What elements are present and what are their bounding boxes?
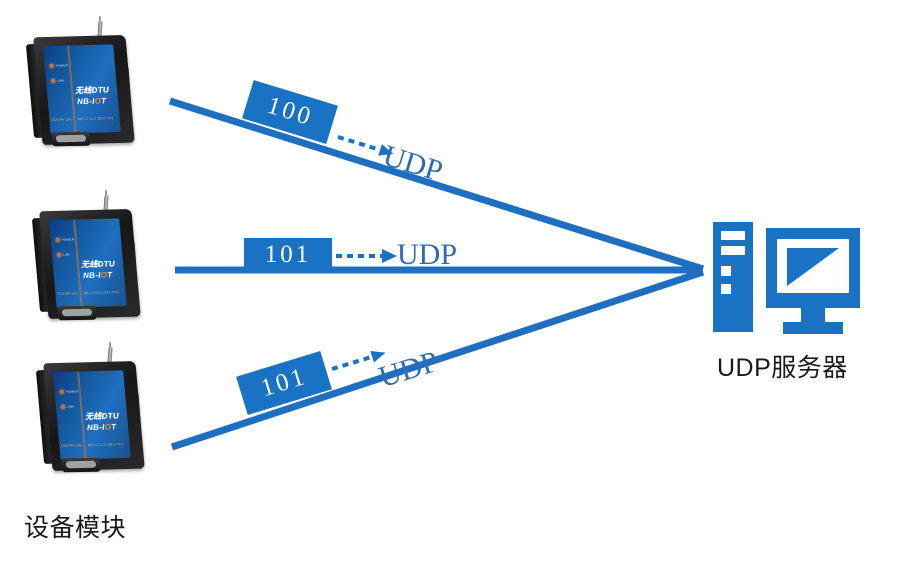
dashed-arrow-middle: [336, 249, 397, 263]
device-pinout-label: 485 1 2 3 4 5 232 6 7 8 9: [77, 116, 114, 122]
link-led-icon: [60, 404, 66, 409]
power-led-label: POWER: [65, 389, 79, 394]
device-front-panel: POWER LINK 无线DTU NB-IOT DC9-24V ±5% 485 …: [43, 44, 121, 134]
device-power-rating: DC9-24V ±5%: [57, 291, 79, 296]
db9-connector: [61, 457, 101, 473]
device-power-rating: DC9-24V ±5%: [61, 443, 83, 448]
db9-shell: [55, 134, 87, 143]
dtu-device-middle[interactable]: POWER LINK 无线DTU NB-IOT DC9-24V ±5% 485 …: [31, 190, 150, 328]
db9-connector: [51, 131, 91, 147]
link-led-label: LINK: [56, 78, 65, 83]
dtu-device-bottom[interactable]: POWER LINK 无线DTU NB-IOT DC9-24V ±5% 485 …: [35, 342, 154, 480]
antenna-tip-icon: [105, 190, 107, 198]
antenna-tip-icon: [99, 16, 101, 24]
device-body: POWER LINK 无线DTU NB-IOT DC9-24V ±5% 485 …: [39, 208, 141, 320]
link-led-label: LINK: [66, 404, 75, 409]
power-led-label: POWER: [61, 237, 75, 242]
device-brand-line1: 无线DTU: [84, 411, 120, 422]
connector-line-top: [168, 97, 705, 273]
device-brand-line2: NB-IOT: [82, 270, 113, 281]
device-front-panel: POWER LINK 无线DTU NB-IOT DC9-24V ±5% 485 …: [53, 370, 131, 460]
dashed-arrow-top: [337, 135, 394, 156]
dashed-arrow-bottom: [331, 350, 386, 371]
udp-label-middle: UDP: [397, 238, 458, 271]
device-brand-line2: NB-IOT: [86, 422, 117, 433]
connector-line-bottom: [170, 268, 705, 451]
link-led-icon: [50, 78, 56, 83]
server-computer-icon: [713, 222, 860, 334]
device-brand-line2: NB-IOT: [76, 96, 107, 107]
power-led-icon: [55, 237, 60, 242]
device-front-panel: POWER LINK 无线DTU NB-IOT DC9-24V ±5% 485 …: [49, 218, 127, 308]
packet-box-middle: 101: [244, 238, 332, 271]
device-pinout-label: 485 1 2 3 4 5 232 6 7 8 9: [87, 442, 124, 448]
power-led-label: POWER: [55, 63, 69, 68]
link-led-icon: [56, 252, 62, 257]
power-led-icon: [49, 63, 54, 68]
device-body: POWER LINK 无线DTU NB-IOT DC9-24V ±5% 485 …: [43, 360, 145, 472]
power-led-icon: [59, 389, 64, 394]
db9-shell: [65, 460, 97, 469]
link-led-label: LINK: [62, 252, 71, 257]
udp-server-icon[interactable]: [711, 218, 863, 343]
device-module-caption: 设备模块: [24, 514, 127, 542]
device-brand-line1: 无线DTU: [74, 85, 110, 96]
antenna-tip-icon: [109, 342, 111, 350]
dtu-device-top[interactable]: POWER LINK 无线DTU NB-IOT DC9-24V ±5% 485 …: [25, 16, 144, 154]
db9-shell: [61, 308, 93, 317]
udp-server-label: UDP服务器: [717, 354, 848, 382]
device-body: POWER LINK 无线DTU NB-IOT DC9-24V ±5% 485 …: [33, 34, 135, 146]
db9-connector: [57, 305, 97, 321]
device-brand-line1: 无线DTU: [80, 259, 116, 270]
device-pinout-label: 485 1 2 3 4 5 232 6 7 8 9: [83, 290, 120, 296]
device-power-rating: DC9-24V ±5%: [51, 117, 73, 122]
